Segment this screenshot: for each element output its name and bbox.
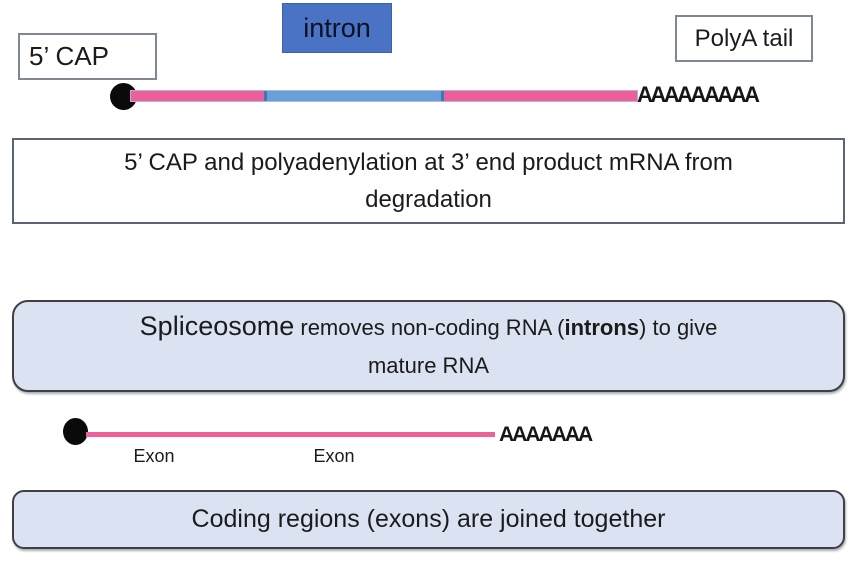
caption2-text: Coding regions (exons) are joined togeth… xyxy=(191,505,666,533)
exon-label-left: Exon xyxy=(133,446,175,466)
cap-polyadenylation-caption-box: 5’ CAP and polyadenylation at 3’ end pro… xyxy=(12,138,845,224)
five-prime-cap-label: 5’ CAP xyxy=(29,41,109,71)
exons-joined-caption-box: Coding regions (exons) are joined togeth… xyxy=(12,490,845,549)
spliceosome-caption-box: Spliceosome removes non-coding RNA (intr… xyxy=(12,300,845,392)
mature-mrna-strand xyxy=(86,432,495,437)
intron-segment xyxy=(264,91,444,101)
polya-tail-label-box: PolyA tail xyxy=(675,15,813,62)
caption1-line1: 5’ CAP and polyadenylation at 3’ end pro… xyxy=(124,149,733,176)
exon-label-right: Exon xyxy=(313,446,355,466)
pre-mrna-polya-sequence: AAAAAAAAA xyxy=(637,82,760,107)
polya-tail-label: PolyA tail xyxy=(694,24,794,52)
mature-mrna-polya-sequence: AAAAAAA xyxy=(499,423,593,446)
mature-mrna-cap-dot xyxy=(63,418,88,445)
spliceosome-line1: Spliceosome removes non-coding RNA (intr… xyxy=(140,307,718,347)
caption1-line2: degradation xyxy=(365,186,492,213)
spliceosome-line2: mature RNA xyxy=(367,353,490,378)
spliceosome-mid-text: removes non-coding RNA ( xyxy=(294,315,565,340)
exon-segment-right xyxy=(444,91,637,101)
introns-bold-word: introns xyxy=(564,315,640,340)
pre-mrna-strand xyxy=(130,90,638,102)
intron-label: intron xyxy=(303,12,371,43)
exon-segment-left xyxy=(131,91,264,101)
spliceosome-word: Spliceosome xyxy=(139,311,295,341)
spliceosome-tail-text: ) to give xyxy=(639,315,718,340)
five-prime-cap-label-box: 5’ CAP xyxy=(18,33,157,80)
intron-label-box: intron xyxy=(282,3,392,53)
